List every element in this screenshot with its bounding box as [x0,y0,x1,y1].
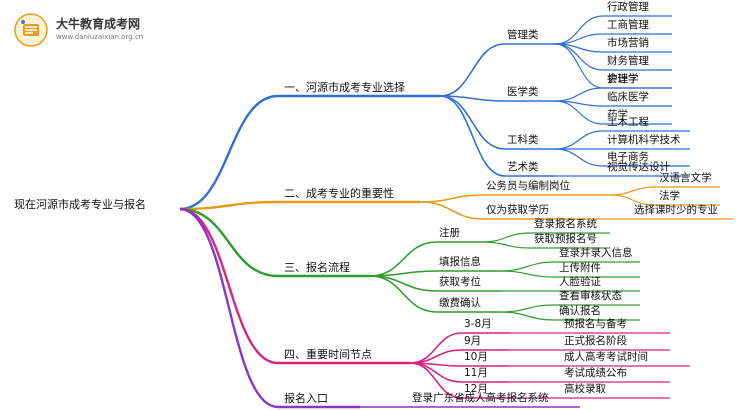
branch-label-5: 报名入口 [284,392,328,405]
leaf-label-1-1-2: 工商管理 [607,19,649,31]
brand-logo-icon [14,13,48,47]
leaf-connector-3-2-2 [499,270,556,278]
root-label: 现在河源市成考专业与报名 [14,198,146,211]
group-connector-4-1 [409,332,463,364]
leaf-connector-2-1-1 [609,186,656,196]
leaf-connector-3-1-1 [481,232,531,243]
leaf-label-2-1-1: 汉语言文学 [659,172,712,184]
branch-label-1: 一、河源市成考专业选择 [284,81,405,94]
leaf-connector-3-2-1 [499,261,556,272]
group-label-1-1: 管理类 [507,29,539,41]
group-connector-1-1 [439,43,506,97]
group-connector-3-1 [369,241,438,277]
group-label-2-2: 仅为获取学历 [486,204,549,216]
branch-connector-1 [179,94,279,211]
group-connector-1-3 [439,95,506,150]
group-label-3-4: 缴费确认 [439,297,481,309]
leaf-connector-3-4-2 [499,311,556,321]
group-label-1-4: 艺术类 [507,161,539,173]
leaf-label-2-2-1: 选择课时少的专业 [634,204,718,216]
group-label-5-1: 登录广东省成人高考报名系统 [412,392,549,404]
group-connector-3-3 [369,275,438,292]
leaf-label-4-1-1: 预报名与备考 [564,318,627,330]
group-label-4-1: 3-8月 [464,318,492,330]
branch-connector-5 [179,207,279,409]
leaf-connector-1-3-1 [554,130,604,150]
leaf-label-3-2-1: 登录并录入信息 [559,247,633,259]
leaf-label-1-1-4: 财务管理 [607,55,649,67]
group-label-3-3: 获取考位 [439,276,481,288]
leaf-connector-2-1-2 [609,194,656,206]
group-label-4-3: 10月 [464,351,488,363]
leaf-label-1-1-1: 行政管理 [607,1,649,13]
leaf-label-1-3-1: 土木工程 [607,116,649,128]
leaf-connector-3-4-1 [499,304,556,313]
group-label-4-4: 11月 [464,367,488,379]
leaf-connector-1-1-1 [554,15,604,45]
group-label-3-1: 注册 [439,227,460,239]
leaf-label-3-1-2: 获取预报名号 [534,233,597,245]
leaf-label-4-5-1: 高校录取 [564,383,606,395]
brand-name: 大牛教育成考网 [56,17,141,31]
leaf-label-1-3-3: 电子商务 [607,151,649,163]
leaf-label-2-1-2: 法学 [659,190,680,202]
leaf-connector-1-1-5 [554,43,604,89]
leaf-label-3-4-1: 查看审核状态 [559,290,622,302]
leaf-label-3-2-2: 上传附件 [559,262,601,274]
group-connector-2-1 [419,194,485,203]
leaf-label-1-2-1: 护理学 [607,73,639,85]
brand-site: www.daniuzaixian.org.cn [56,33,144,41]
branch-label-4: 四、重要时间节点 [284,348,372,361]
leaf-label-4-3-1: 成人高考考试时间 [564,351,648,363]
leaf-connector-3-1-2 [481,241,531,249]
leaf-label-1-1-3: 市场营销 [607,37,649,49]
leaf-label-3-4-2: 确认报名 [559,305,601,317]
leaf-label-3-3-1: 人脸验证 [559,276,601,288]
branch-connector-3 [179,207,279,278]
leaf-label-1-1-5: 会计学 [607,73,639,85]
leaf-label-4-2-1: 正式报名阶段 [564,335,627,347]
leaf-connector-1-3-3 [554,148,604,167]
group-connector-2-2 [419,201,485,220]
leaf-label-1-2-2: 临床医学 [607,91,649,103]
group-label-1-2: 医学类 [507,86,539,98]
group-label-4-2: 9月 [464,335,482,347]
branch-label-2: 二、成考专业的重要性 [284,187,394,200]
leaf-label-1-4-1: 视觉传达设计 [607,161,670,173]
branch-label-3: 三、报名流程 [284,261,350,274]
leaf-connector-1-2-3 [554,100,604,125]
group-connector-3-4 [369,275,438,313]
leaf-label-4-4-1: 考试成绩公布 [564,367,627,379]
leaf-label-1-3-2: 计算机科学技术 [607,134,681,146]
group-connector-1-2 [439,95,506,102]
group-label-1-3: 工科类 [507,134,539,146]
branch-connector-2 [179,200,279,211]
leaf-label-3-1-1: 登录报名系统 [534,218,597,230]
group-connector-4-2 [409,349,463,364]
group-connector-3-2 [369,270,438,277]
group-label-3-2: 填报信息 [439,256,481,268]
leaf-label-1-2-3: 药学 [607,109,628,121]
group-label-4-5: 12月 [464,383,488,395]
group-label-2-1: 公务员与编制岗位 [486,180,570,192]
branch-connector-4 [179,207,279,365]
group-connector-1-4 [439,95,506,177]
leaf-connector-1-2-1 [554,87,604,102]
group-connector-4-5 [409,362,463,399]
